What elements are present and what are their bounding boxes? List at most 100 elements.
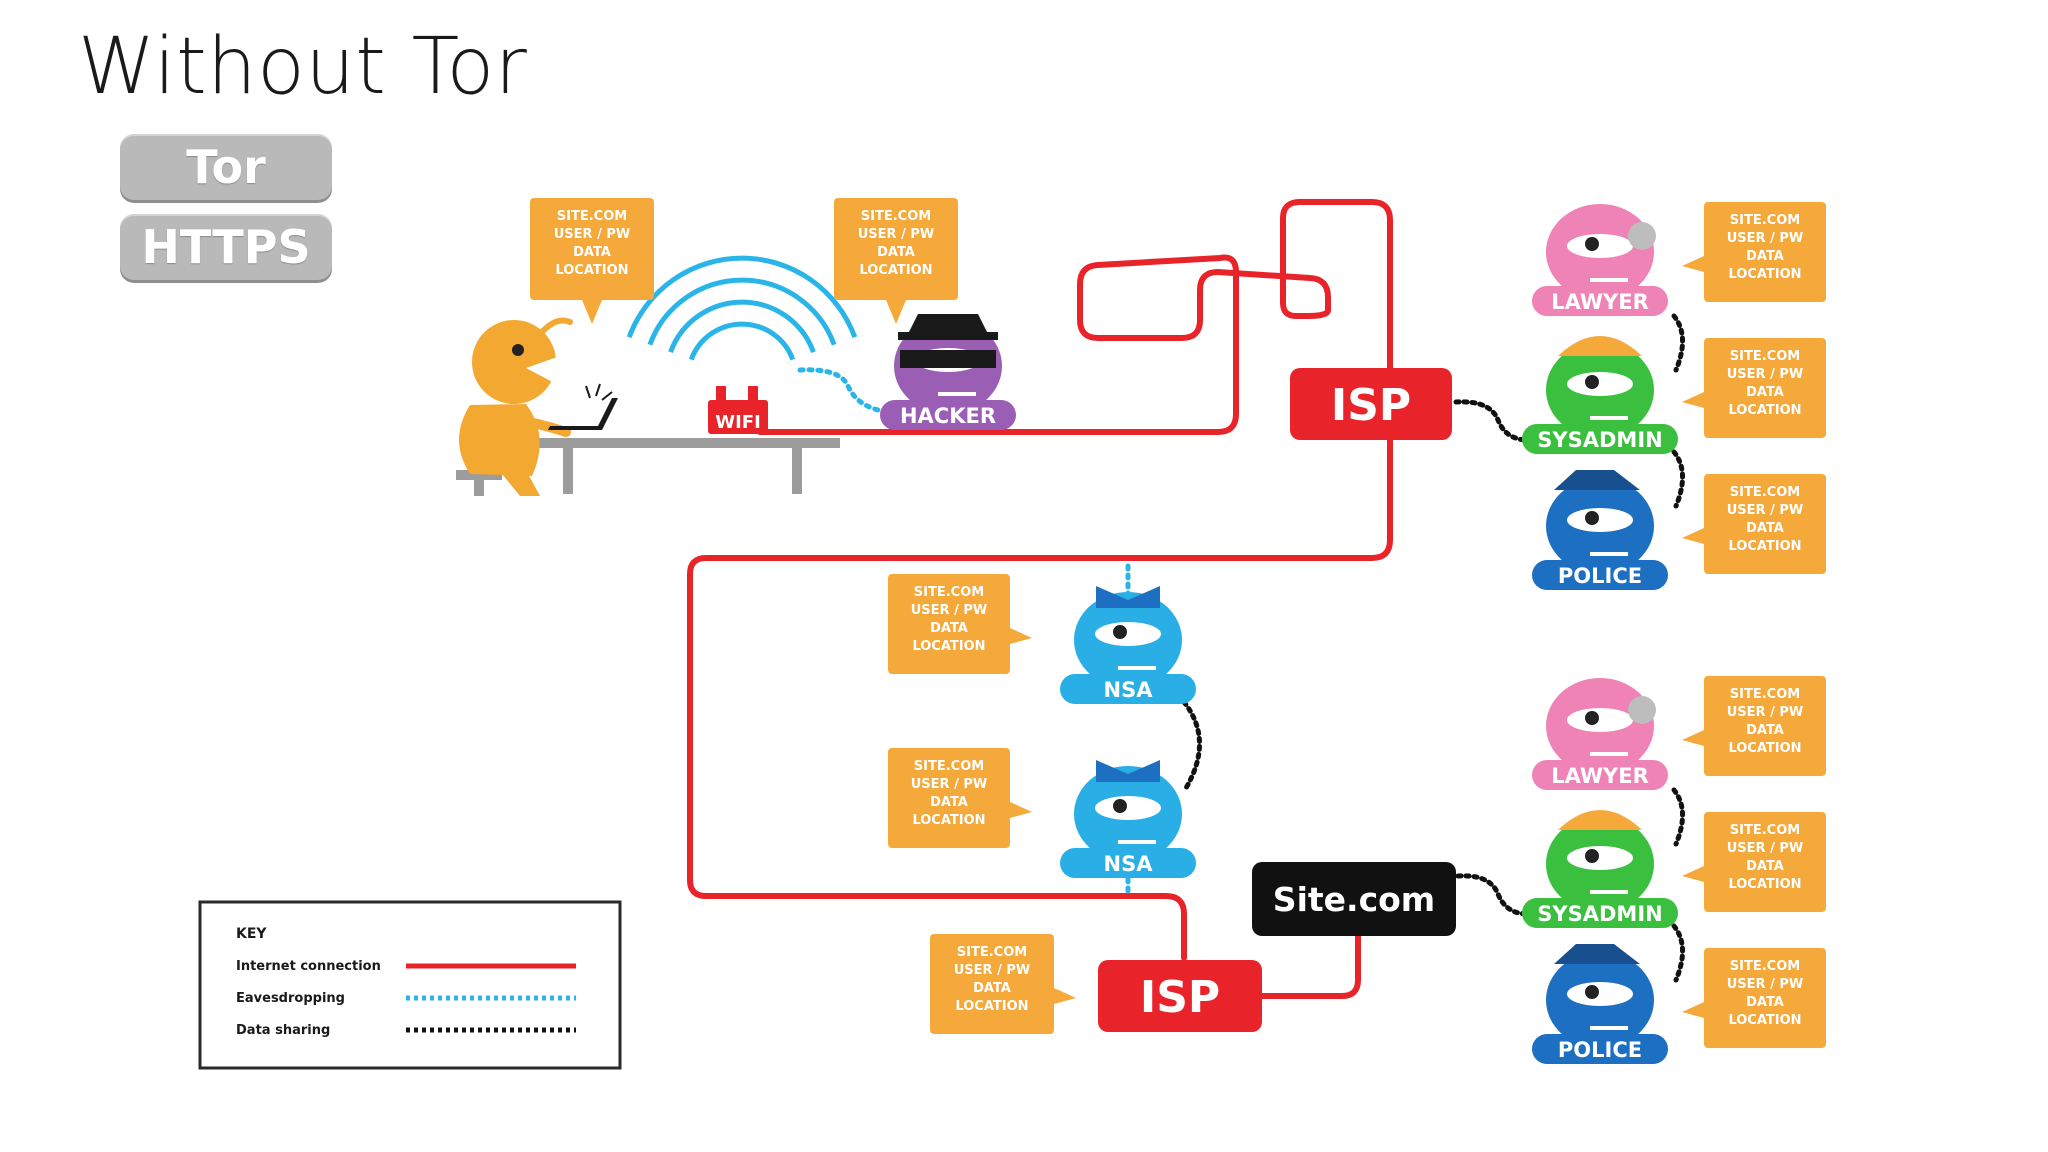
stool bbox=[456, 470, 502, 480]
callout-line: DATA bbox=[930, 795, 968, 810]
callout-tail bbox=[1054, 988, 1076, 1004]
user-arm bbox=[507, 413, 571, 437]
callout-line: LOCATION bbox=[912, 813, 985, 828]
callout-box bbox=[1704, 474, 1826, 574]
callout-line: SITE.COM bbox=[1730, 213, 1800, 228]
slide-title: Without Tor bbox=[78, 22, 528, 112]
callout-line: LOCATION bbox=[1728, 877, 1801, 892]
https-toggle-button[interactable]: HTTPS bbox=[120, 214, 332, 280]
callout-line: SITE.COM bbox=[957, 945, 1027, 960]
callout-line: DATA bbox=[1746, 249, 1784, 264]
callout-box bbox=[1704, 202, 1826, 302]
eavesdropping-line bbox=[797, 367, 881, 413]
legend-label: Internet connection bbox=[236, 959, 381, 974]
police-figure: POLICE bbox=[1532, 470, 1668, 590]
user-antenna bbox=[537, 317, 573, 337]
wifi-wave bbox=[688, 321, 796, 361]
callout-tail bbox=[886, 300, 906, 324]
callout-line: SITE.COM bbox=[914, 759, 984, 774]
callout-box bbox=[1704, 812, 1826, 912]
fedora-brim bbox=[898, 332, 998, 340]
lawyer-figure-eye-band bbox=[1567, 234, 1633, 258]
wifi-wave bbox=[647, 277, 837, 346]
callout-line: LOCATION bbox=[1728, 1013, 1801, 1028]
data-sharing-line bbox=[1671, 787, 1685, 847]
sysadmin-figure-label: SYSADMIN bbox=[1537, 902, 1662, 926]
tor-toggle-button[interactable]: Tor bbox=[120, 134, 332, 200]
sysadmin-figure-label-pill bbox=[1522, 424, 1678, 454]
callout-line: DATA bbox=[973, 981, 1011, 996]
callout-tail bbox=[1682, 1002, 1704, 1018]
callout-tail bbox=[1010, 802, 1032, 818]
callout-line: SITE.COM bbox=[861, 209, 931, 224]
lawyer-figure-label-pill bbox=[1532, 286, 1668, 316]
legend-label: Data sharing bbox=[236, 1023, 330, 1038]
nsa-figure-eye bbox=[1113, 625, 1127, 639]
hacker-figure-label-pill bbox=[880, 400, 1016, 430]
headset-icon bbox=[1628, 222, 1656, 250]
site-node-label: Site.com bbox=[1273, 880, 1435, 919]
sysadmin-figure-eye-band bbox=[1567, 846, 1633, 870]
site-node-box bbox=[1252, 862, 1456, 936]
callout-tail bbox=[1682, 730, 1704, 746]
hard-hat-icon bbox=[1558, 810, 1642, 830]
callout-tail bbox=[1682, 866, 1704, 882]
callout-line: USER / PW bbox=[858, 227, 934, 242]
isp-node: ISP bbox=[1098, 960, 1262, 1032]
connection-lines bbox=[687, 199, 1685, 999]
desk-leg bbox=[792, 446, 802, 494]
desk bbox=[534, 438, 840, 448]
isp-node: ISP bbox=[1290, 368, 1452, 440]
callout-line: DATA bbox=[1746, 859, 1784, 874]
isp-node-box bbox=[1098, 960, 1262, 1032]
police-figure-eye bbox=[1585, 985, 1599, 999]
nsa-figure-label: NSA bbox=[1104, 852, 1154, 876]
callout-line: SITE.COM bbox=[1730, 823, 1800, 838]
user-eye bbox=[512, 344, 524, 356]
callout-line: DATA bbox=[1746, 995, 1784, 1010]
callout-box bbox=[888, 574, 1010, 674]
callout-box bbox=[834, 198, 958, 300]
nsa-figure-eye-band bbox=[1095, 796, 1161, 820]
police-cap-icon bbox=[1554, 470, 1640, 490]
hard-hat-icon bbox=[1558, 336, 1642, 356]
callout-line: DATA bbox=[1746, 723, 1784, 738]
wifi-router: WIFI bbox=[626, 255, 858, 434]
sysadmin-figure-eye bbox=[1585, 849, 1599, 863]
callout-box bbox=[530, 198, 654, 300]
isp-node-label: ISP bbox=[1331, 380, 1411, 431]
isp-node-box bbox=[1290, 368, 1452, 440]
info-box-police: SITE.COM USER / PW DATA LOCATION bbox=[1682, 948, 1826, 1048]
lawyer-figure-eye bbox=[1585, 711, 1599, 725]
police-figure-eye-band bbox=[1567, 982, 1633, 1006]
user-workstation bbox=[456, 317, 840, 496]
headset-icon bbox=[1628, 696, 1656, 724]
callout-line: SITE.COM bbox=[1730, 349, 1800, 364]
police-figure-label-pill bbox=[1532, 560, 1668, 590]
lawyer-figure-label: LAWYER bbox=[1551, 290, 1649, 314]
callout-line: USER / PW bbox=[911, 603, 987, 618]
lawyer-figure-eye-band bbox=[1567, 708, 1633, 732]
police-figure-label: POLICE bbox=[1558, 1038, 1642, 1062]
callout-line: SITE.COM bbox=[1730, 959, 1800, 974]
police-cap-icon bbox=[1554, 944, 1640, 964]
callout-tail bbox=[582, 300, 602, 324]
legend-title: KEY bbox=[236, 926, 267, 942]
callout-line: LOCATION bbox=[955, 999, 1028, 1014]
callout-line: USER / PW bbox=[1727, 977, 1803, 992]
fedora-icon bbox=[908, 314, 988, 334]
callout-line: LOCATION bbox=[912, 639, 985, 654]
callout-line: DATA bbox=[877, 245, 915, 260]
police-figure-eye-band bbox=[1567, 508, 1633, 532]
router-antenna bbox=[716, 386, 726, 406]
police-figure-eye bbox=[1585, 511, 1599, 525]
user-leg bbox=[502, 474, 540, 496]
